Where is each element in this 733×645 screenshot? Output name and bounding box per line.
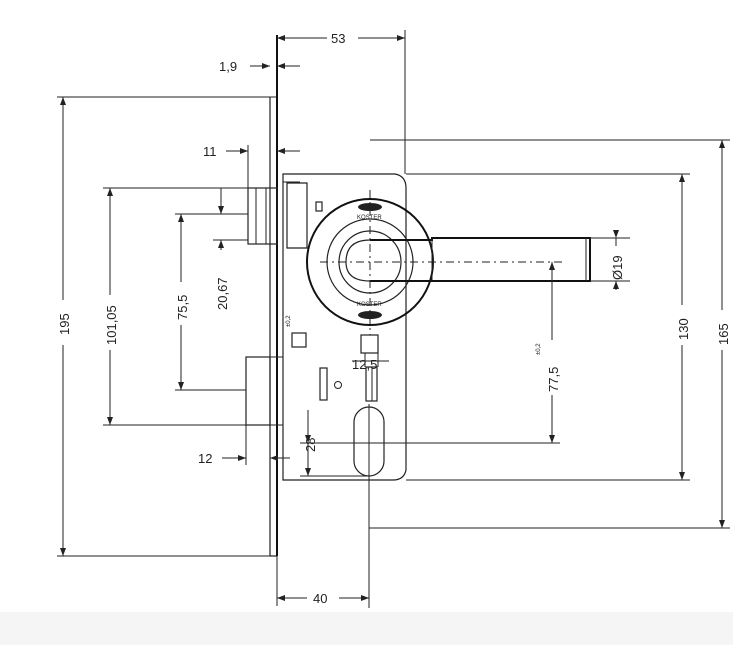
internal-details: ±0,2	[286, 315, 379, 402]
svg-text:KOSTER: KOSTER	[357, 215, 382, 221]
svg-text:1,9: 1,9	[219, 59, 237, 74]
dim-20-67: 20,67	[213, 188, 248, 310]
dim-195: 195	[57, 96, 277, 557]
dim-12: 12	[198, 425, 290, 466]
faceplate	[269, 35, 278, 557]
svg-text:Ø19: Ø19	[610, 255, 625, 280]
dim-1-9: 1,9	[219, 59, 300, 74]
dim-101-05: 101,05	[103, 187, 248, 426]
keyhole-slot	[300, 404, 392, 608]
dim-75-5: 75,5	[175, 213, 248, 391]
svg-text:77,5: 77,5	[546, 367, 561, 392]
dim-165: 165	[369, 139, 731, 529]
dead-bolt	[245, 356, 283, 426]
svg-text:28: 28	[303, 438, 318, 452]
svg-text:20,67: 20,67	[215, 277, 230, 310]
dim-12-5: 12,5	[352, 353, 389, 372]
svg-text:165: 165	[716, 323, 731, 345]
svg-text:75,5: 75,5	[175, 295, 190, 320]
center-lines	[320, 190, 565, 335]
lock-case	[282, 173, 407, 481]
dim-40: 40	[276, 556, 369, 606]
dim-130: 130	[406, 173, 691, 481]
dim-77-5: 77,5 ±0,2	[392, 262, 561, 444]
svg-text:130: 130	[676, 318, 691, 340]
svg-text:53: 53	[331, 31, 345, 46]
svg-text:±0,2: ±0,2	[536, 343, 542, 355]
svg-text:±0,2: ±0,2	[286, 315, 292, 327]
latch-bolt	[247, 187, 278, 245]
svg-text:11: 11	[203, 144, 217, 159]
bottom-band	[0, 612, 733, 645]
svg-text:40: 40	[313, 591, 327, 606]
dim-28: 28	[300, 410, 368, 477]
svg-text:195: 195	[57, 313, 72, 335]
lock-dimension-drawing: ±0,2 KOSTER KOSTER	[57, 30, 731, 608]
svg-text:12,5: 12,5	[352, 357, 377, 372]
dim-53: 53	[277, 30, 406, 174]
lever-handle	[345, 237, 630, 282]
svg-text:12: 12	[198, 451, 212, 466]
svg-text:101,05: 101,05	[104, 305, 119, 345]
dim-11: 11	[203, 144, 300, 188]
dim-dia-19: Ø19	[610, 230, 625, 290]
